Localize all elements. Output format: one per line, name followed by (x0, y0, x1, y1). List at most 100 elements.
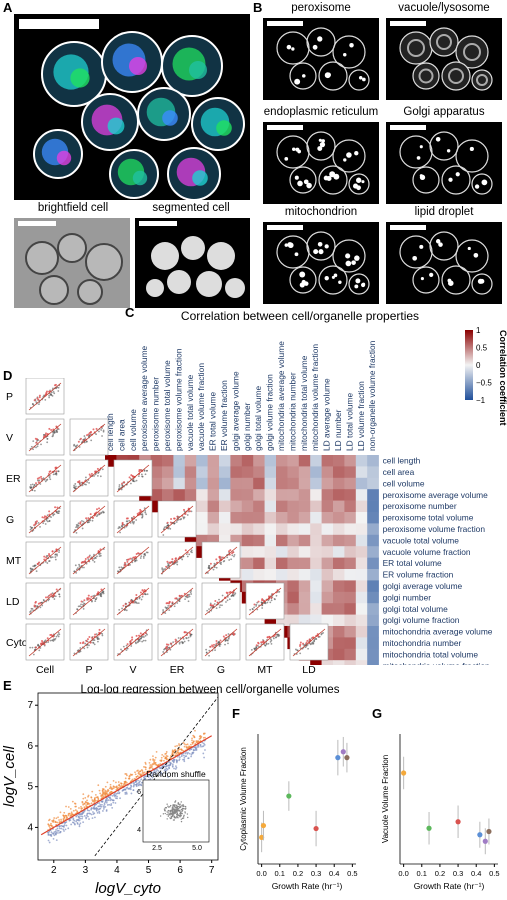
pair-point (141, 513, 144, 516)
scatter-point (178, 744, 181, 747)
inset-point (176, 812, 179, 815)
pair-point (310, 642, 313, 645)
pair-point-highlight (128, 476, 131, 479)
scatter-point (67, 814, 70, 817)
scatter-point (60, 827, 63, 830)
pair-point (184, 598, 186, 601)
heatmap-cell (230, 477, 243, 490)
heatmap-cell (219, 455, 231, 467)
pair-point-highlight (138, 469, 141, 472)
scatter-point (131, 773, 134, 776)
organelle-spot (303, 179, 309, 185)
heatmap-cell (298, 523, 311, 536)
scatter-point (63, 811, 66, 814)
pair-point (144, 511, 147, 514)
pair-point (119, 568, 122, 571)
pair-point (33, 565, 36, 568)
pair-point (137, 475, 140, 477)
pair-point-highlight (225, 591, 228, 594)
pair-point (140, 555, 143, 558)
pair-point (57, 631, 60, 634)
pair-point-highlight (209, 645, 212, 648)
colorbar-tick: 0 (476, 361, 481, 370)
pair-subplot (25, 541, 65, 579)
pair-point-highlight (91, 636, 94, 639)
heatmap-cell (310, 569, 322, 581)
pair-point (269, 601, 272, 604)
pair-point (182, 638, 185, 640)
pair-point (41, 604, 44, 607)
pair-row-label: P (6, 391, 13, 403)
pair-point-highlight (82, 561, 85, 564)
pair-point (140, 598, 143, 601)
pair-point (255, 647, 258, 650)
heatmap-row-label: cell area (383, 467, 415, 477)
pair-point (206, 609, 209, 612)
pair-point (56, 512, 59, 515)
heatmap-cell (344, 523, 357, 536)
heatmap-cell (264, 523, 277, 536)
data-point (313, 825, 319, 832)
pair-fit-line (116, 464, 150, 493)
heatmap-cell (253, 500, 265, 513)
scatter-point (132, 785, 135, 788)
pair-fit-line (72, 505, 106, 534)
organelle-spot (481, 179, 488, 186)
pair-fit-line (116, 546, 150, 575)
heatmap-cell (367, 546, 379, 558)
pair-point-highlight (129, 600, 132, 603)
organelle-spot (447, 278, 452, 283)
organelle-spot (317, 146, 323, 152)
pair-point-highlight (84, 560, 87, 563)
scatter-point (125, 773, 128, 775)
scatter-point (171, 763, 174, 766)
pair-fit-line (160, 546, 194, 575)
heatmap-cell (276, 569, 288, 581)
cell-contour (276, 31, 310, 65)
scatter-point (141, 771, 144, 774)
pair-point (51, 394, 54, 397)
scatter-point (180, 748, 183, 751)
scatter-point (198, 735, 201, 738)
scatter-point (50, 835, 53, 838)
pair-point (144, 509, 147, 512)
pair-point (320, 633, 323, 636)
pair-point (31, 568, 34, 570)
heatmap-cell (230, 500, 243, 513)
heatmap-cell (276, 512, 288, 524)
heatmap-cell (367, 580, 379, 593)
scatter-point (75, 820, 78, 823)
inset-point (171, 806, 174, 808)
pair-point-highlight (84, 557, 87, 560)
scatter-point (98, 810, 101, 813)
pair-point (57, 510, 60, 513)
scatter-point (123, 788, 126, 791)
pair-point (162, 609, 165, 611)
scatter-point (134, 783, 137, 786)
heatmap-cell (333, 455, 345, 467)
scatter-point (132, 781, 135, 784)
pair-point (30, 445, 33, 448)
pair-point (93, 557, 96, 560)
scatter-point (48, 841, 51, 844)
inset-point (173, 808, 175, 810)
pair-point (185, 553, 188, 556)
heatmap-cell (355, 455, 368, 467)
organelle-spot (354, 284, 359, 289)
scatter-point (102, 795, 105, 798)
pair-point-highlight (171, 558, 174, 561)
pair-point-highlight (215, 558, 218, 561)
pair-point (144, 473, 147, 476)
pair-point-highlight (228, 550, 231, 553)
pair-point-highlight (311, 636, 314, 639)
scatter-point (144, 777, 147, 780)
pair-point (260, 601, 263, 604)
pair-point-highlight (96, 508, 99, 511)
heatmap-cell (207, 523, 220, 536)
pair-point (83, 435, 86, 437)
heatmap-cell (344, 614, 357, 627)
pair-point (120, 525, 123, 528)
pair-point-highlight (231, 591, 234, 594)
pair-point (52, 473, 55, 476)
scatter-point (94, 793, 97, 796)
